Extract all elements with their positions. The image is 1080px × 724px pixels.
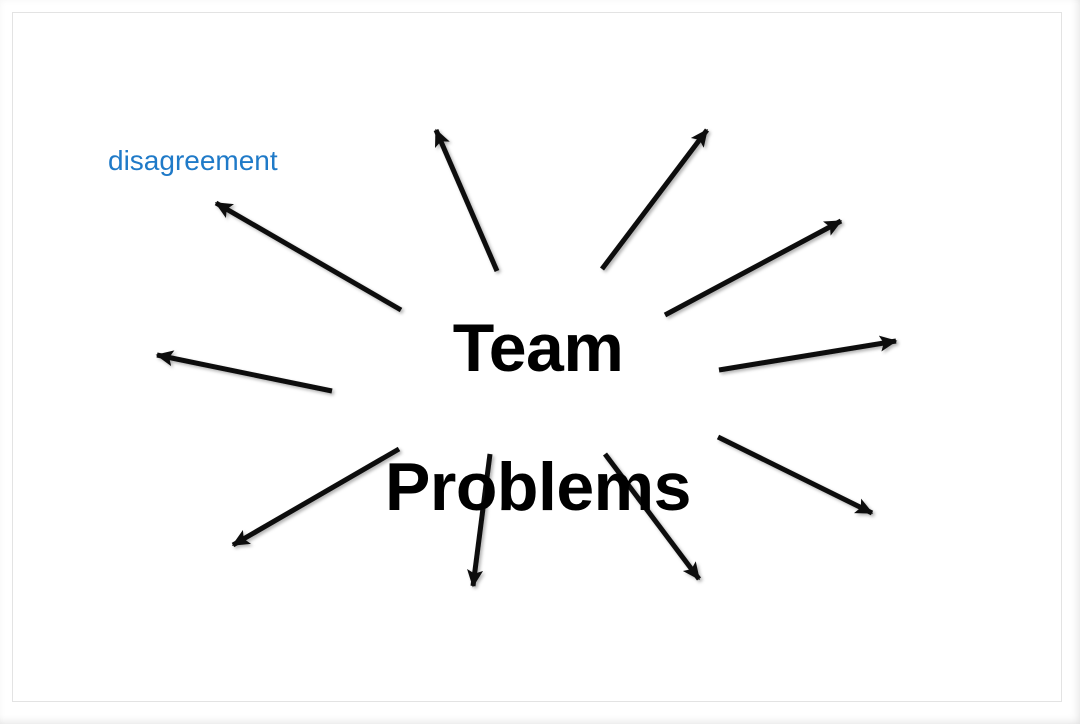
arrow-down-right-inner xyxy=(603,452,701,581)
arrow-right xyxy=(718,335,898,373)
arrow-layer xyxy=(155,128,898,588)
arrow-down-right-outer xyxy=(716,434,874,516)
arrow-left xyxy=(155,350,333,394)
arrow-up-left-disagreement xyxy=(214,200,403,313)
slide: Team Problems disagreement xyxy=(12,12,1062,702)
center-node-title: Team Problems xyxy=(13,245,1061,592)
arrow-group xyxy=(155,128,898,588)
center-node-line-2: Problems xyxy=(385,449,691,526)
arrow-down xyxy=(467,453,493,588)
arrow-up-right-outer xyxy=(663,218,843,318)
arrow-up-right-center xyxy=(600,128,709,271)
arrow-up-left-center xyxy=(433,128,500,272)
branch-label-disagreement: disagreement xyxy=(108,145,278,176)
center-node-line-1: Team xyxy=(452,310,624,387)
arrow-down-left-inner xyxy=(231,446,401,548)
